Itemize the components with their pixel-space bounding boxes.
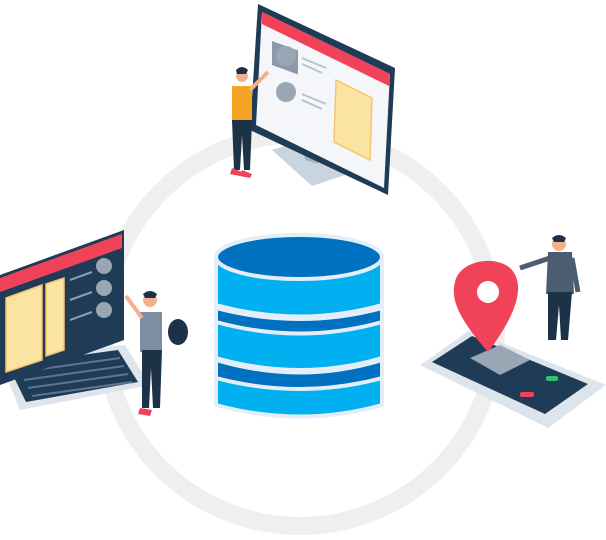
map-scene bbox=[420, 235, 606, 428]
laptop-scene bbox=[0, 230, 188, 416]
location-pin-icon bbox=[453, 260, 519, 352]
monitor-scene bbox=[230, 4, 395, 195]
database-icon bbox=[214, 233, 384, 419]
